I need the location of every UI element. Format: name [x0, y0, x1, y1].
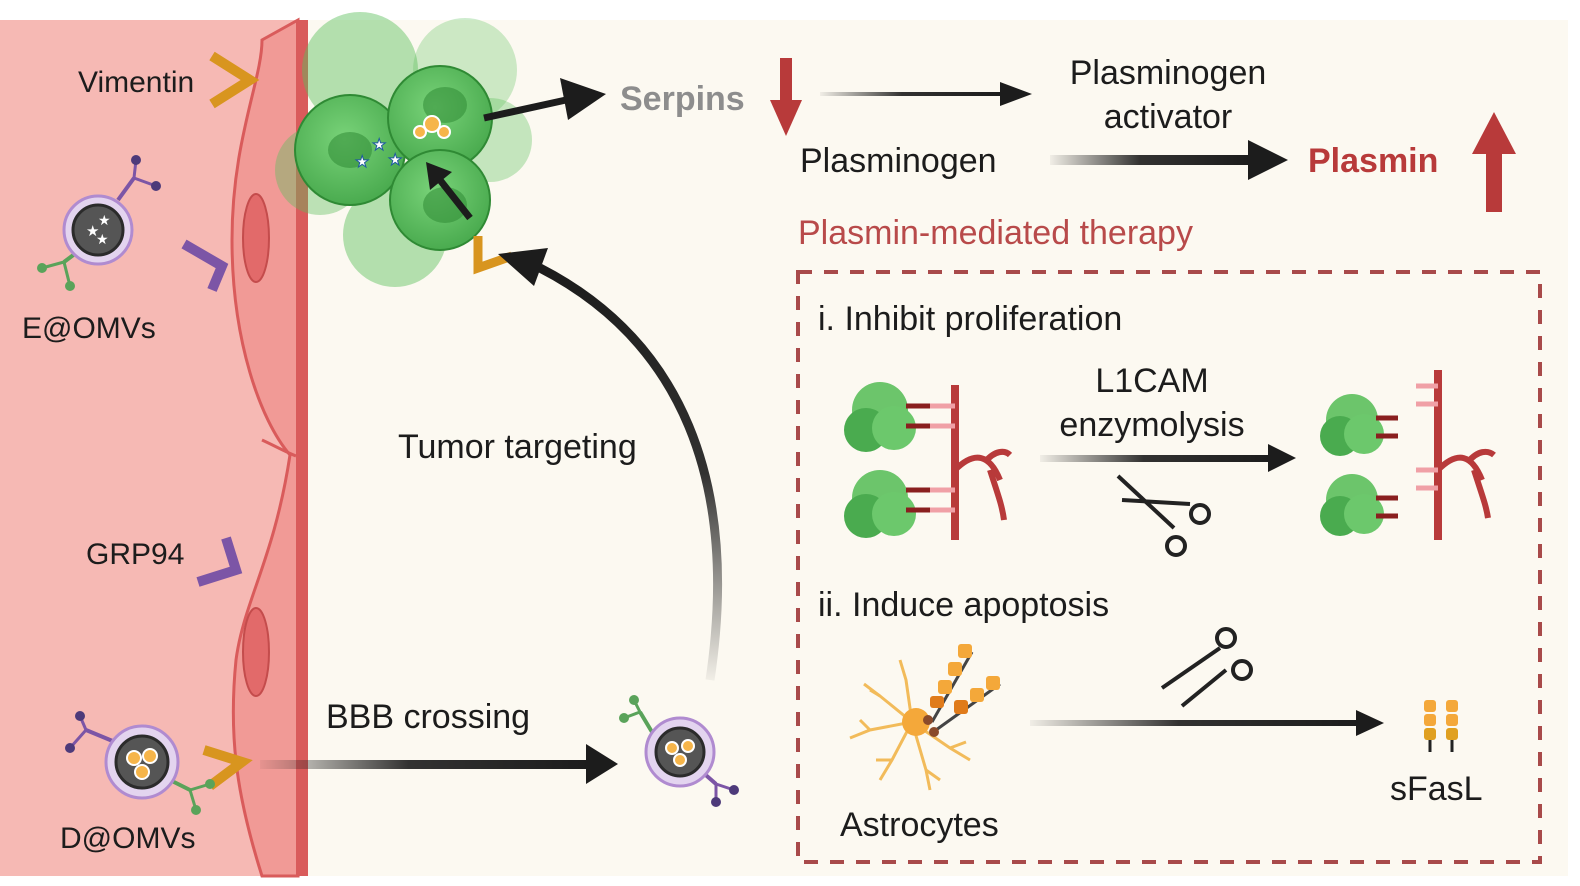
svg-text:★: ★ [96, 231, 109, 247]
fasl-icon [923, 644, 1001, 737]
plasminogen-activator-line1: Plasminogen [1070, 54, 1267, 92]
d-omv-icon [65, 711, 215, 815]
tumor-receptor-icon [473, 236, 514, 275]
plasmin-label: Plasmin [1308, 142, 1438, 180]
arrow-receptor-to-tumor [426, 162, 473, 221]
tumor-cell-icon [844, 382, 916, 538]
astrocyte-icon [849, 644, 1001, 791]
scissors-icon [1160, 627, 1253, 708]
astrocytes-label: Astrocytes [840, 806, 999, 844]
serpins-label: Serpins [620, 80, 745, 118]
nucleus-icon [242, 193, 270, 283]
l1cam-label-line1: L1CAM [1095, 362, 1208, 400]
purple-receptor-icon [181, 239, 229, 292]
d-omv-crossed-icon [619, 695, 739, 807]
svg-text:★: ★ [98, 212, 111, 228]
blood-vessel-icon [1376, 370, 1496, 540]
therapy-title: Plasmin-mediated therapy [798, 214, 1193, 252]
scissors-icon [1116, 474, 1211, 557]
inhibit-proliferation-label: i. Inhibit proliferation [818, 300, 1122, 338]
svg-text:★: ★ [388, 152, 402, 169]
arrow-l1cam [1040, 444, 1296, 472]
arrow-apoptosis [1030, 710, 1384, 736]
tumor-targeting-label: Tumor targeting [398, 428, 637, 466]
vimentin-label: Vimentin [78, 66, 194, 99]
tumor-cluster-icon: ★ ★ ★ [275, 12, 532, 287]
svg-text:★: ★ [372, 137, 386, 154]
e-omvs-label: E@OMVs [22, 312, 156, 345]
grp94-receptor-icon [196, 536, 243, 587]
arrow-tumor-to-serpins [483, 78, 606, 122]
vimentin-receptor-icon [209, 51, 260, 109]
arrow-plasminogen-to-plasmin [1050, 140, 1288, 180]
blood-vessel-icon [906, 385, 1013, 540]
plasminogen-activator-line2: activator [1104, 98, 1233, 136]
arrow-tumor-targeting [498, 248, 723, 681]
svg-text:★: ★ [355, 154, 369, 171]
up-arrow-icon [1472, 112, 1516, 212]
l1cam-label-line2: enzymolysis [1059, 406, 1244, 444]
svg-text:★: ★ [86, 223, 99, 240]
sfasl-icon [1424, 700, 1458, 752]
arrow-serpins-to-activator [820, 82, 1032, 106]
therapy-box [796, 270, 1542, 864]
induce-apoptosis-label: ii. Induce apoptosis [818, 586, 1109, 624]
grp94-label: GRP94 [86, 538, 184, 571]
plasminogen-label: Plasminogen [800, 142, 997, 180]
arrow-bbb-crossing [260, 744, 618, 784]
bbb-crossing-label: BBB crossing [326, 698, 530, 736]
sfasl-label: sFasL [1390, 770, 1483, 808]
e-omv-icon: ★ ★ ★ [37, 155, 161, 291]
tumor-cell-icon [1320, 394, 1384, 536]
orange-receptor-icon [202, 745, 253, 790]
d-omvs-label: D@OMVs [60, 822, 195, 855]
down-arrow-icon [770, 58, 802, 136]
nucleus-icon [242, 607, 270, 697]
